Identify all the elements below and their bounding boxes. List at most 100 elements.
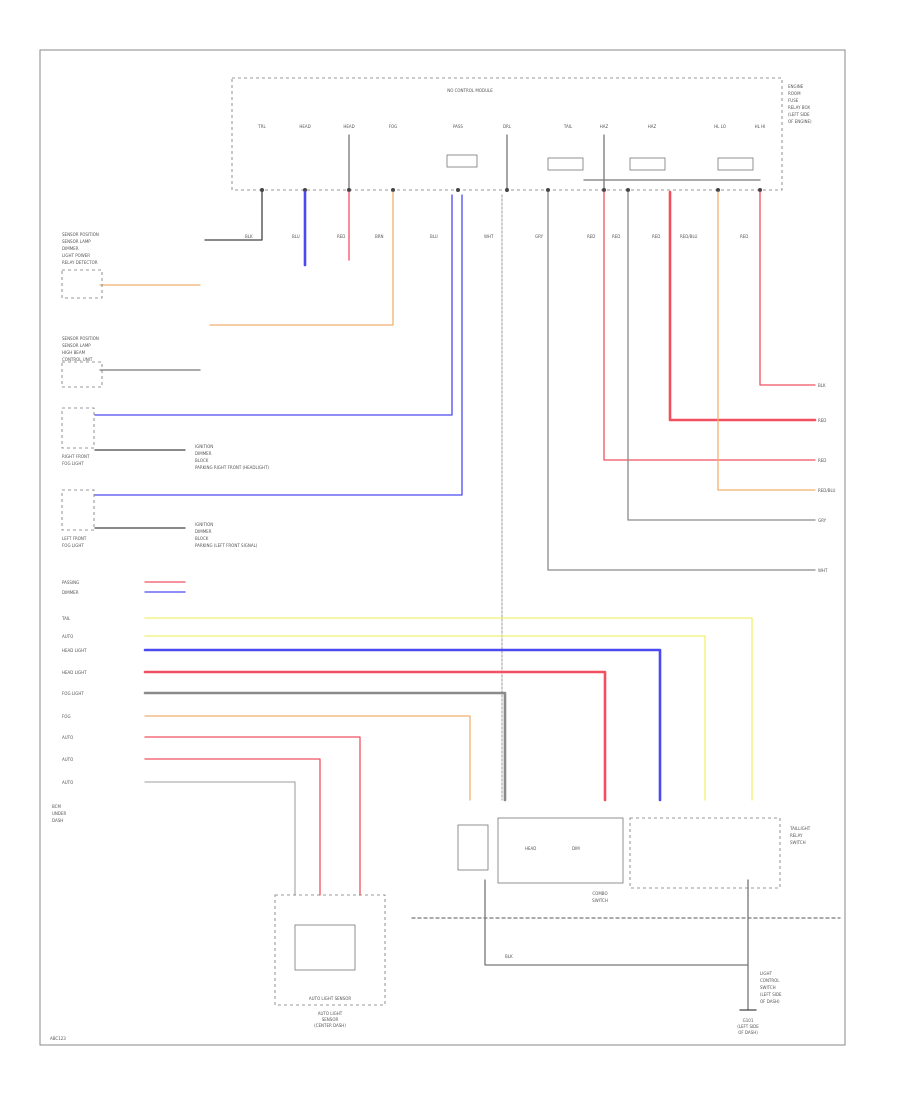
- wire-blk-a: [547, 191, 816, 571]
- switch-a: [457, 824, 489, 871]
- edge-label-1: RED: [818, 418, 826, 423]
- right-note-1: ROOM: [788, 91, 801, 96]
- node-head1: [303, 188, 307, 192]
- node-trl: [260, 188, 264, 192]
- right-note-2: FUSE: [788, 98, 799, 103]
- wire-label-6: RED: [587, 234, 595, 239]
- pin-label-8: HAZ: [648, 124, 657, 129]
- wire-label-5: GRY: [535, 234, 544, 239]
- sensor-caption-1: SENSOR: [322, 1017, 339, 1022]
- sensor-caption-2: (CENTER DASH): [314, 1023, 346, 1028]
- c2-label-2: HIGH BEAM: [62, 350, 86, 355]
- combo-box-1: DIM: [572, 846, 580, 851]
- left-front-fog: LEFT FRONT FOG LIGHT IGNITION DIMMER BLO…: [61, 489, 258, 548]
- taillight-caption-2: SWITCH: [790, 840, 806, 845]
- wire-gry: [627, 191, 816, 521]
- diagram-frame: [39, 49, 846, 1046]
- c1-label-2: DIMMER: [62, 246, 79, 251]
- harness-yellow-2: [144, 635, 706, 801]
- relay-haz: [547, 157, 584, 171]
- combo-label-7: FOG: [62, 714, 71, 719]
- lr-caption-1: CONTROL: [760, 978, 780, 983]
- pin-label-7: HAZ: [600, 124, 609, 129]
- wire-red-top: [759, 191, 816, 386]
- edge-label-2: RED: [818, 458, 826, 463]
- wire-color-labels: BLU RED BRN BLU WHT GRY RED RED RED RED/…: [245, 234, 748, 959]
- harness-orange: [144, 715, 471, 801]
- lf-note-1: DIMMER: [195, 529, 212, 534]
- combo-label-0: PASSING: [62, 580, 79, 585]
- combo-label-5: HEAD LIGHT: [62, 670, 87, 675]
- edge-label-3: RED/BLU: [818, 488, 836, 493]
- wire-redblu: [717, 191, 816, 491]
- c1-box: [61, 269, 103, 299]
- c1-label-1: SENSOR LAMP: [62, 239, 91, 244]
- lf-fog-box: [61, 489, 95, 531]
- lr-caption-2: SWITCH: [760, 985, 776, 990]
- combo-label-9: AUTO: [62, 757, 73, 762]
- lr-caption-4: OF DASH): [760, 999, 780, 1004]
- node-head2: [347, 188, 351, 192]
- node-tail: [546, 188, 550, 192]
- ecu-label-1: UNDER: [52, 811, 67, 816]
- combo-label-10: AUTO: [62, 780, 73, 785]
- harness-red-3: [144, 736, 361, 896]
- taillight-switch-box: [629, 817, 781, 889]
- lr-caption-3: (LEFT SIDE: [760, 992, 782, 997]
- combo-caption-1: SWITCH: [592, 898, 608, 903]
- right-note-0: ENGINE: [788, 84, 804, 89]
- node-hlhi: [758, 188, 762, 192]
- c2-label-3: CONTROL UNIT: [62, 357, 93, 362]
- c1-label-3: LIGHT POWER: [62, 253, 90, 258]
- edge-label-5: WHT: [818, 568, 828, 573]
- wire-label-10: RED: [740, 234, 748, 239]
- rf-fog-label-0: RIGHT FRONT: [62, 454, 90, 459]
- wire-blue-rf-fog: [94, 194, 453, 416]
- module-pin-labels: TRL HEAD HEAD FOG PASS DRL TAIL HAZ HAZ …: [257, 124, 765, 129]
- wire-label-3: BLU: [430, 234, 438, 239]
- combo-label-1: DIMMER: [62, 590, 79, 595]
- combo-caption-0: COMBO: [592, 891, 607, 896]
- auto-light-sensor: AUTO LIGHT SENSOR AUTO LIGHT SENSOR (CEN…: [274, 894, 386, 1028]
- rf-note-0: IGNITION: [195, 444, 213, 449]
- pin-label-1: HEAD: [299, 124, 310, 129]
- wire-red-thick: [668, 190, 817, 422]
- page-code: ABC123: [50, 1036, 66, 1041]
- sensor-box: [274, 894, 386, 1006]
- wire-label-8: RED: [652, 234, 660, 239]
- ecu-label-2: DASH: [52, 818, 63, 823]
- lf-fog-label-1: FOG LIGHT: [62, 543, 84, 548]
- sensor-caption-0: AUTO LIGHT: [318, 1011, 343, 1016]
- sensor-box-label: AUTO LIGHT SENSOR: [309, 996, 352, 1001]
- relay-haz2: [629, 157, 666, 171]
- wire-label-2: BRN: [375, 234, 384, 239]
- module-relays: [348, 134, 761, 191]
- harness-gray: [143, 691, 507, 802]
- harness-blue-2: [143, 648, 662, 802]
- pin-label-10: HL HI: [755, 124, 766, 129]
- node-drl: [505, 188, 509, 192]
- relay-pass: [446, 154, 478, 168]
- edge-label-0: BLK: [818, 383, 826, 388]
- c2-box: [61, 361, 103, 388]
- pin-label-6: TAIL: [563, 124, 573, 129]
- rf-note-1: DIMMER: [195, 451, 212, 456]
- node-haz1: [602, 188, 606, 192]
- taillight-caption-1: RELAY: [790, 833, 803, 838]
- combo-box-0: HEAD: [525, 846, 536, 851]
- lf-note-3: PARKING (LEFT FRONT SIGNAL): [195, 543, 258, 548]
- ground-caption-2: OF DASH): [738, 1030, 758, 1035]
- pin-label-3: FOG: [389, 124, 398, 129]
- module-connector-nodes: [260, 188, 762, 192]
- rf-fog-label-1: FOG LIGHT: [62, 461, 84, 466]
- wire-blue-lf-fog: [94, 194, 463, 496]
- harness-gray-2: [144, 781, 296, 896]
- lf-note-2: BLOCK: [195, 536, 209, 541]
- node-fog: [391, 188, 395, 192]
- switch-components: HEAD DIM COMBO SWITCH TAILLIGHT RELAY SW…: [457, 817, 811, 903]
- sensor-inner: [294, 924, 356, 971]
- c1-label-4: RELAY DETECTOR: [62, 260, 98, 265]
- c1-label-0: SENSOR POSITION: [62, 232, 99, 237]
- module-title: NO CONTROL MODULE: [447, 88, 493, 93]
- harness-red-4: [144, 758, 321, 896]
